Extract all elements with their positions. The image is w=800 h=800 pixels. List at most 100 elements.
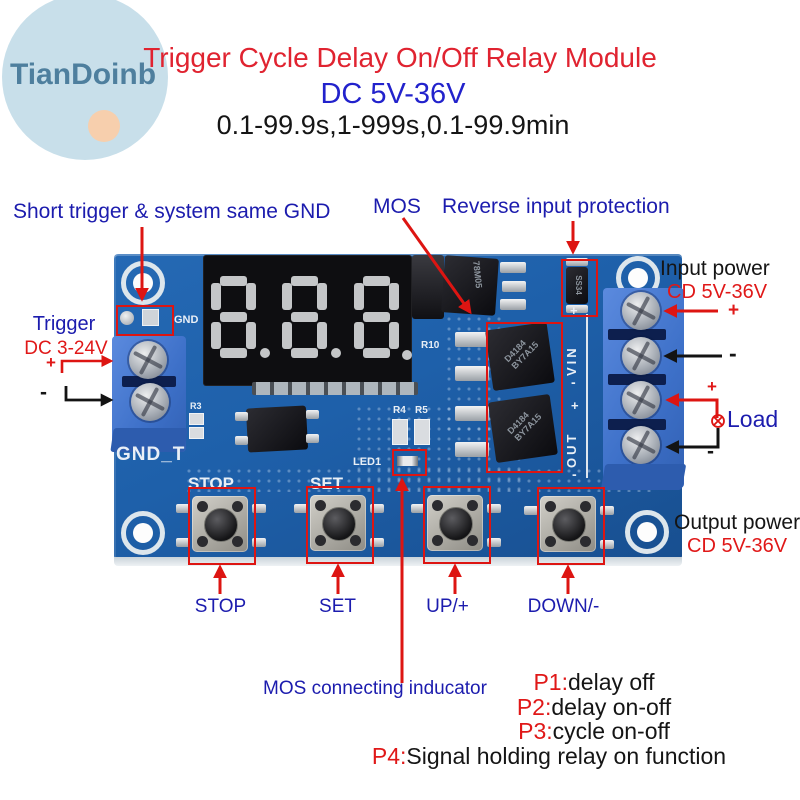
mos-leads [455,366,489,381]
led-indicator-note: MOS connecting inducator [263,678,487,699]
button-cap [322,507,356,541]
chip-lead [306,410,319,419]
trigger-voltage-label: DC 3-24V [24,338,108,359]
mode-line-p4: P4:Signal holding relay on function [371,742,727,769]
down-button[interactable] [540,496,596,552]
short-trigger-note: Short trigger & system same GND [13,200,331,223]
stop-button-highlight-box [188,487,256,565]
led-highlight-box [392,449,427,476]
chip-lead [235,436,248,445]
terminal-slot [122,376,176,387]
silkscreen-gnd-t: GND_T [116,444,186,465]
product-voltage: DC 5V-36V [320,78,466,110]
gnd-pads-highlight-box [116,305,174,336]
load-symbol [711,414,725,428]
button-cap [204,508,238,542]
capacitor [412,255,444,319]
brand-name: TianDoinb [9,58,157,91]
reverse-protection-diode: SS34 [566,267,588,304]
display-digit [210,276,257,358]
set-button[interactable] [310,495,366,551]
brand-logo [2,0,168,160]
power-terminal-block [600,288,687,490]
trigger-minus-sign: - [40,381,47,404]
diode-pad [566,258,588,266]
silkscreen-vin-plus: + [570,303,578,318]
chip-lead [235,412,248,421]
display-decimal-point [402,350,412,360]
terminal-screw [622,292,660,330]
terminal-screw [622,426,660,464]
mos-leads [455,406,489,421]
display-pins [252,382,418,395]
regulator-lead [500,299,526,310]
input-minus-sign: - [729,340,737,366]
optocoupler-chip [245,405,309,453]
silkscreen-out-minus: - [572,466,577,482]
set-label: SET [319,596,356,617]
trigger-plus-sign: + [46,353,56,372]
stop-button[interactable] [192,496,248,552]
smd-resistor [392,419,408,445]
trigger-minus-wire [64,386,114,407]
load-symbol-cross [713,416,723,426]
display-decimal-point [260,348,270,358]
regulator-lead [502,281,526,292]
set-button-highlight-box [306,486,374,564]
trigger-terminal-block [110,336,188,452]
display-decimal-point [331,348,341,358]
terminal-screw [129,341,167,379]
silkscreen-vin-minus: - [571,374,576,390]
regulator-lead [500,262,526,273]
silkscreen-out: OUT [564,431,579,468]
terminal-slot [608,329,666,340]
terminal-slot [608,419,666,430]
mos-note: MOS [373,195,421,218]
silkscreen-gnd: GND [174,314,199,326]
display-digit [281,276,328,358]
input-plus-sign: + [728,300,740,321]
product-timing-range: 0.1-99.9s,1-999s,0.1-99.9min [216,110,570,140]
regulator-marking: 78M05 [471,260,484,289]
up-label: UP/+ [426,596,469,617]
product-title: Trigger Cycle Delay On/Off Relay Module [143,42,657,73]
input-voltage-label: CD 5V-36V [667,281,768,303]
silkscreen-led1: LED1 [353,456,382,468]
terminal-slot [608,374,666,385]
input-power-label: Input power [660,257,770,280]
reverse-protection-note: Reverse input protection [442,195,670,218]
up-button-highlight-box [423,486,491,564]
chip-lead [306,434,319,443]
silkscreen-vin: VIN [564,345,579,376]
diode-pad [566,305,588,313]
pcb-edge [114,557,682,566]
button-cap [552,508,586,542]
terminal-screw [622,381,660,419]
up-button[interactable] [427,495,483,551]
logo-accent-dot [88,110,120,142]
mos-leads [455,332,489,347]
mode-line-p3: P3:cycle on-off [518,718,670,744]
trigger-plus-wire [60,355,114,373]
silkscreen-r4: R4 [393,405,406,416]
silkscreen-set: SET [310,474,344,493]
silkscreen-r5: R5 [415,405,428,416]
voltage-regulator: 78M05 [441,255,499,316]
terminal-screw [131,383,169,421]
mos-leads [455,442,489,457]
terminal-screw [622,337,660,375]
smd-resistor [189,427,204,439]
gnd-pad-round [120,311,134,325]
load-label: Load [727,406,779,432]
output-power-label: Output power [674,511,800,534]
trigger-label: Trigger [32,313,96,335]
gnd-pad-square [142,309,159,326]
mode-list: P1:delay off P2:delay on-off P3:cycle on… [372,670,800,768]
silkscreen-r3: R3 [190,401,202,411]
display-digit [353,276,400,358]
diode-highlight-box [561,259,598,317]
mos-indicator-led [397,456,418,466]
stop-label: STOP [194,596,247,617]
down-label: DOWN/- [527,596,600,617]
